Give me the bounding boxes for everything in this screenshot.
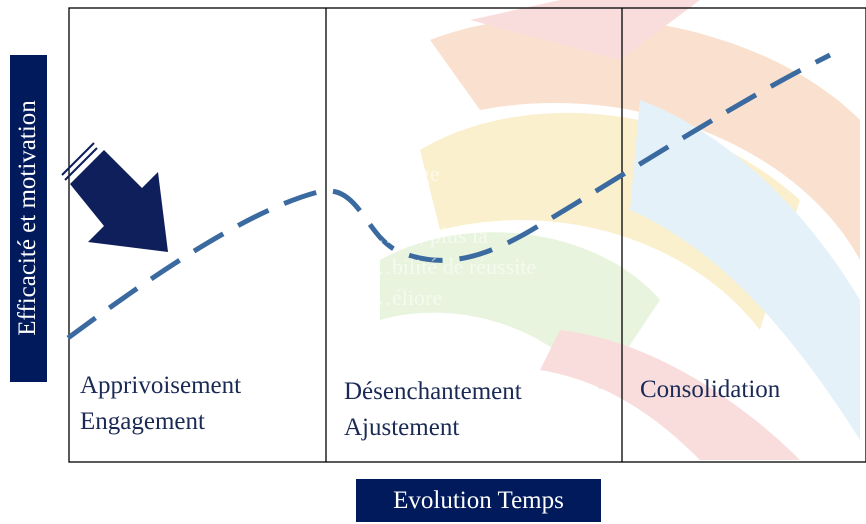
frame-border [68, 7, 866, 463]
x-axis-label: Evolution Temps [356, 479, 601, 522]
phase-label-3: Consolidation [640, 372, 780, 408]
phase-2-subtitle: Ajustement [344, 414, 460, 441]
faded-note: …ssage …re le …ent, plus la …bilité de r… [370, 161, 537, 310]
phase-3-title: Consolidation [640, 376, 781, 403]
phase-label-1: Apprivoisement Engagement [80, 368, 241, 440]
y-axis-label-box: Efficacité et motivation [10, 55, 47, 382]
phase-1-title: Apprivoisement [80, 372, 242, 399]
background-swirl [380, 0, 860, 460]
y-axis-label: Efficacité et motivation [14, 100, 41, 336]
phase-1-subtitle: Engagement [80, 408, 205, 435]
phase-label-2: Désenchantement Ajustement [344, 374, 522, 446]
phase-frame [68, 7, 866, 463]
phase-2-title: Désenchantement [344, 378, 522, 405]
down-right-arrow-icon [61, 142, 168, 252]
